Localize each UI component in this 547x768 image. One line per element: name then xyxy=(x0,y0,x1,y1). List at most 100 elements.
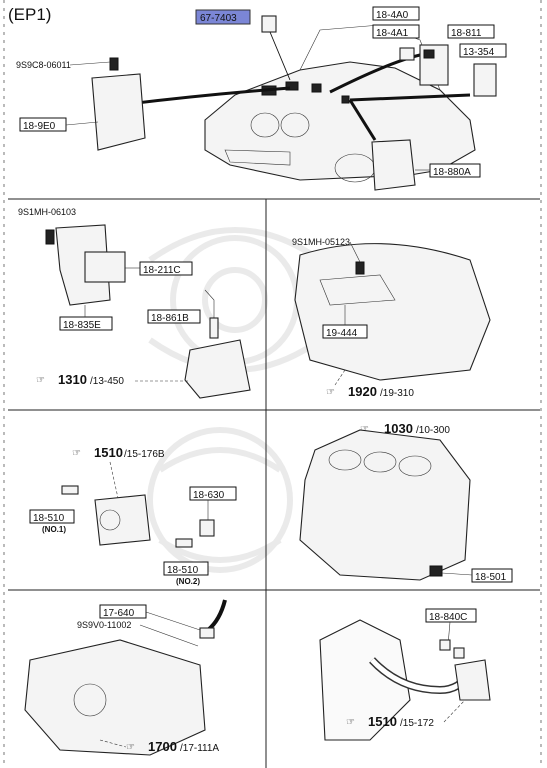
leader-1510-176B xyxy=(109,461,119,499)
housing-port xyxy=(99,509,121,531)
leader-11002 xyxy=(139,624,199,647)
exhaust-manifold xyxy=(184,339,251,399)
cylinder-bore-3 xyxy=(398,455,432,477)
label-box-highlight xyxy=(195,9,251,25)
bolt-05123 xyxy=(355,261,365,275)
ref-1920: 1920 xyxy=(348,384,377,399)
ref-19-310: /19-310 xyxy=(380,388,414,399)
label-18-880A: 18-880A xyxy=(433,167,471,178)
ref-arrow-icon: ☞ xyxy=(126,742,135,753)
bracket-835E xyxy=(55,224,111,306)
label-9S9C8-06011: 9S9C8-06011 xyxy=(16,60,71,70)
engine-outline xyxy=(319,619,411,741)
watermark xyxy=(147,227,322,573)
ref-17-111A: /17-111A xyxy=(180,743,219,754)
cylinder-bore-1 xyxy=(328,449,362,471)
leader-06011 xyxy=(69,61,111,66)
leader-1510-172 xyxy=(443,699,466,723)
headlamp-right xyxy=(280,112,310,138)
o2-sensor xyxy=(209,317,219,339)
grille xyxy=(224,149,291,166)
ref-arrow-icon: ☞ xyxy=(346,717,355,728)
sensor-630 xyxy=(199,519,215,537)
ref-arrow-icon: ☞ xyxy=(36,375,45,386)
label-no1: (NO.1) xyxy=(42,525,66,534)
label-box xyxy=(372,24,420,39)
label-18-840C: 18-840C xyxy=(429,612,467,623)
sensor-840C-b xyxy=(453,647,465,659)
sensor-211C xyxy=(84,251,126,283)
label-18-4A0: 18-4A0 xyxy=(376,10,409,21)
label-box xyxy=(459,43,507,58)
label-18-501: 18-501 xyxy=(475,572,507,583)
relay-4A1 xyxy=(399,47,415,61)
label-18-510-b: 18-510 xyxy=(167,565,199,576)
leader-501 xyxy=(441,572,473,576)
label-box xyxy=(139,261,193,276)
label-18-4A1: 18-4A1 xyxy=(376,28,409,39)
section-sensors: ☞ 1510 /15-176B 18-510 (NO.1) 18-630 18-… xyxy=(29,445,237,586)
water-outlet xyxy=(454,659,491,701)
knock-sensor xyxy=(429,565,443,577)
label-67-7403: 67-7403 xyxy=(200,13,237,24)
ref-10-300: /10-300 xyxy=(416,425,450,436)
label-box xyxy=(425,608,477,623)
ref-13-450: /13-450 xyxy=(90,376,124,387)
ref-15-172: /15-172 xyxy=(400,718,434,729)
ref-15-176B: /15-176B xyxy=(124,449,165,460)
label-19-444: 19-444 xyxy=(326,328,358,339)
case-boss xyxy=(73,683,107,717)
leader-880A xyxy=(348,99,377,141)
vehicle-speed-sensor xyxy=(199,627,215,639)
ref-arrow-icon: ☞ xyxy=(360,424,369,435)
ref-1310: 1310 xyxy=(58,372,87,387)
label-box xyxy=(447,24,495,39)
label-13-354: 13-354 xyxy=(463,47,495,58)
label-18-211C: 18-211C xyxy=(143,265,181,276)
label-9S9V0-11002: 9S9V0-11002 xyxy=(77,620,131,630)
label-9S1MH-06103: 9S1MH-06103 xyxy=(18,207,76,217)
leader-9E0-label xyxy=(65,121,99,126)
section-engine-top: 9S1MH-05123 19-444 ☞ 1920 /19-310 xyxy=(292,237,491,399)
ref-arrow-icon: ☞ xyxy=(72,448,81,459)
label-box xyxy=(429,163,481,178)
ref-1510: 1510 xyxy=(94,445,123,460)
label-box xyxy=(19,117,67,132)
ref-1030: 1030 xyxy=(384,421,413,436)
label-18-9E0: 18-9E0 xyxy=(23,121,56,132)
part-7403 xyxy=(261,15,277,33)
relay-811-pin xyxy=(423,49,435,59)
leader-17-640 xyxy=(145,611,201,631)
section-water-hose: 18-840C ☞ 1510 /15-172 xyxy=(319,608,491,741)
label-box xyxy=(29,509,75,524)
label-17-640: 17-640 xyxy=(103,608,135,619)
speed-sensor-cable xyxy=(206,599,227,632)
leader-1920 xyxy=(334,369,346,386)
engine-block-top xyxy=(294,243,491,381)
module-9E0 xyxy=(91,73,146,151)
valve-plate xyxy=(319,274,396,306)
ref-1510-172: 1510 xyxy=(368,714,397,729)
module-dot-2 xyxy=(311,83,322,93)
label-box xyxy=(147,309,201,324)
leader-1700 xyxy=(99,739,127,748)
relay-354 xyxy=(473,63,497,97)
leader-05123 xyxy=(349,241,361,263)
bolt-06103 xyxy=(45,229,55,245)
label-box xyxy=(59,316,113,331)
label-box xyxy=(372,6,420,21)
label-18-630: 18-630 xyxy=(193,490,225,501)
module-dot-4 xyxy=(341,95,350,104)
section-cylinder-block: ☞ 1030 /10-300 18-501 xyxy=(299,421,513,583)
sensor-840C-a xyxy=(439,639,451,651)
label-18-510-a: 18-510 xyxy=(33,513,65,524)
thermostat-housing xyxy=(94,494,151,546)
label-box xyxy=(99,604,147,619)
headlamp-left xyxy=(250,112,280,138)
label-no2: (NO.2) xyxy=(176,577,200,586)
label-18-861B: 18-861B xyxy=(151,313,189,324)
section-vehicle: 67-7403 18-4A0 18-4A1 18-811 13-354 9S9C… xyxy=(16,6,507,191)
cylinder-bore-2 xyxy=(363,451,397,473)
label-box xyxy=(471,568,513,583)
bolt-06011 xyxy=(109,57,119,71)
